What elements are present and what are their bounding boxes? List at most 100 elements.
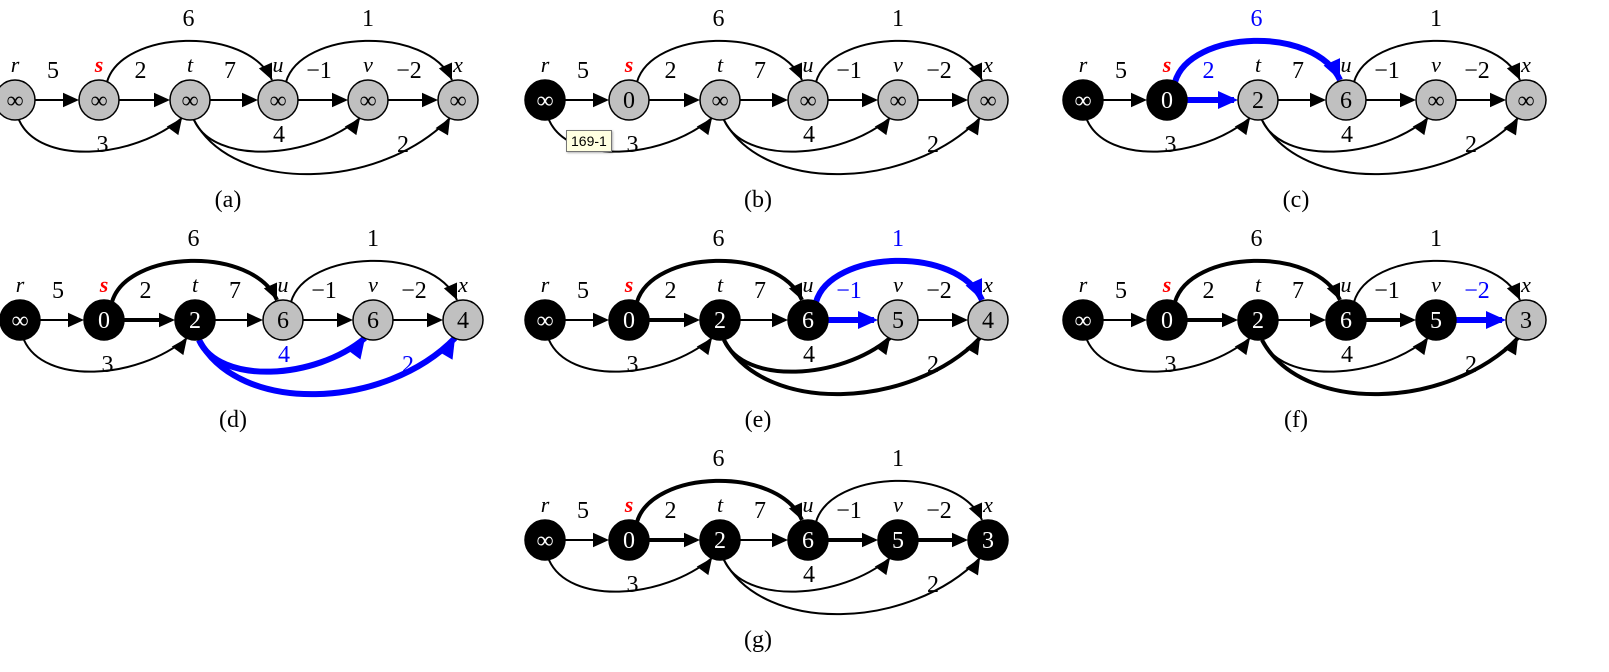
node-name-x: x: [982, 492, 993, 517]
arrowhead: [1400, 312, 1416, 328]
edge-weight-r-t: 3: [1165, 132, 1177, 158]
edge-weight-s-u: 6: [1251, 6, 1263, 32]
node-value-r: ∞: [536, 88, 553, 114]
node-value-r: ∞: [1074, 88, 1091, 114]
node-t: [699, 299, 741, 341]
node-t: [699, 519, 741, 561]
node-v: [877, 79, 919, 121]
node-name-r: r: [541, 52, 550, 77]
node-name-x: x: [457, 272, 468, 297]
edge-weight-t-u: 7: [754, 278, 766, 304]
node-value-v: ∞: [1427, 88, 1444, 114]
arrowhead: [1131, 312, 1147, 328]
node-name-u: u: [278, 272, 289, 297]
arrowhead: [166, 118, 182, 136]
arrowhead: [696, 558, 712, 576]
edge-r-t: [548, 337, 713, 373]
node-name-r: r: [1079, 272, 1088, 297]
edge-weight-t-x: 2: [927, 352, 939, 378]
edge-weight-u-x: 1: [367, 226, 379, 252]
node-s: [608, 519, 650, 561]
arrowhead: [171, 338, 187, 356]
arrowhead: [858, 311, 878, 329]
edge-u-x: [1353, 39, 1521, 83]
node-u: [1325, 79, 1367, 121]
edge-r-t: [1086, 337, 1251, 373]
edge-weight-s-u: 6: [1251, 226, 1263, 252]
node-name-t: t: [1255, 272, 1262, 297]
edge-weight-v-x: −2: [926, 498, 952, 524]
edge-weight-s-t: 2: [140, 278, 152, 304]
edge-u-x: [813, 257, 985, 304]
node-name-t: t: [717, 52, 724, 77]
node-value-t: ∞: [711, 88, 728, 114]
edge-t-x: [196, 335, 458, 398]
arrowhead: [862, 92, 878, 108]
node-v: [1415, 79, 1457, 121]
node-name-t: t: [717, 492, 724, 517]
node-name-s: s: [624, 272, 634, 297]
arrowhead: [247, 312, 263, 328]
edge-weight-r-t: 3: [102, 352, 114, 378]
arrowhead: [965, 338, 980, 356]
arrowhead: [965, 278, 982, 300]
edge-u-x: [815, 39, 983, 83]
edge-weight-u-v: −1: [311, 278, 337, 304]
node-r: [0, 79, 36, 121]
arrowhead: [1234, 338, 1250, 356]
edge-weight-r-s: 5: [1115, 58, 1127, 84]
node-u: [787, 519, 829, 561]
edge-weight-v-x: −2: [401, 278, 427, 304]
edge-weight-r-t: 3: [627, 132, 639, 158]
node-value-x: 4: [457, 308, 469, 334]
panel-label: (e): [745, 407, 772, 433]
tooltip: 169-1: [566, 130, 612, 152]
node-name-t: t: [1255, 52, 1262, 77]
edge-weight-u-v: −1: [1374, 58, 1400, 84]
node-u: [1325, 299, 1367, 341]
edge-s-u: [635, 258, 804, 303]
edge-weight-s-u: 6: [713, 226, 725, 252]
edge-weight-s-t: 2: [665, 278, 677, 304]
edge-t-x: [723, 557, 981, 616]
panel-label: (a): [215, 187, 242, 213]
edge-weight-t-x: 2: [927, 572, 939, 598]
node-value-t: 2: [189, 308, 201, 334]
node-value-r: ∞: [6, 88, 23, 114]
arrowhead: [696, 118, 712, 136]
arrowhead: [1490, 92, 1506, 108]
node-value-t: 2: [714, 308, 726, 334]
edge-weight-u-v: −1: [306, 58, 332, 84]
edge-weight-t-u: 7: [229, 278, 241, 304]
node-name-v: v: [893, 272, 903, 297]
node-value-s: 0: [623, 88, 635, 114]
node-value-u: 6: [1340, 88, 1352, 114]
arrowhead: [1326, 282, 1340, 300]
edge-t-x: [1260, 336, 1520, 397]
edge-r-t: [548, 557, 713, 593]
node-name-r: r: [541, 272, 550, 297]
edge-weight-s-u: 6: [713, 6, 725, 32]
node-x: [967, 519, 1009, 561]
edge-weight-u-v: −1: [836, 58, 862, 84]
node-value-t: ∞: [181, 88, 198, 114]
node-name-x: x: [982, 52, 993, 77]
arrowhead: [1131, 92, 1147, 108]
arrowhead: [437, 338, 455, 360]
panel-label: (b): [744, 187, 772, 213]
arrowhead: [427, 312, 443, 328]
edge-weight-t-u: 7: [224, 58, 236, 84]
edge-weight-r-s: 5: [577, 278, 589, 304]
node-value-s: 0: [1161, 308, 1173, 334]
edge-weight-t-u: 7: [1292, 278, 1304, 304]
edge-weight-s-t: 2: [665, 498, 677, 524]
node-value-v: 5: [1430, 308, 1442, 334]
edge-weight-u-x: 1: [1430, 226, 1442, 252]
arrowhead: [1234, 118, 1250, 136]
node-v: [877, 299, 919, 341]
edge-weight-u-v: −1: [1374, 278, 1400, 304]
node-value-v: ∞: [889, 88, 906, 114]
